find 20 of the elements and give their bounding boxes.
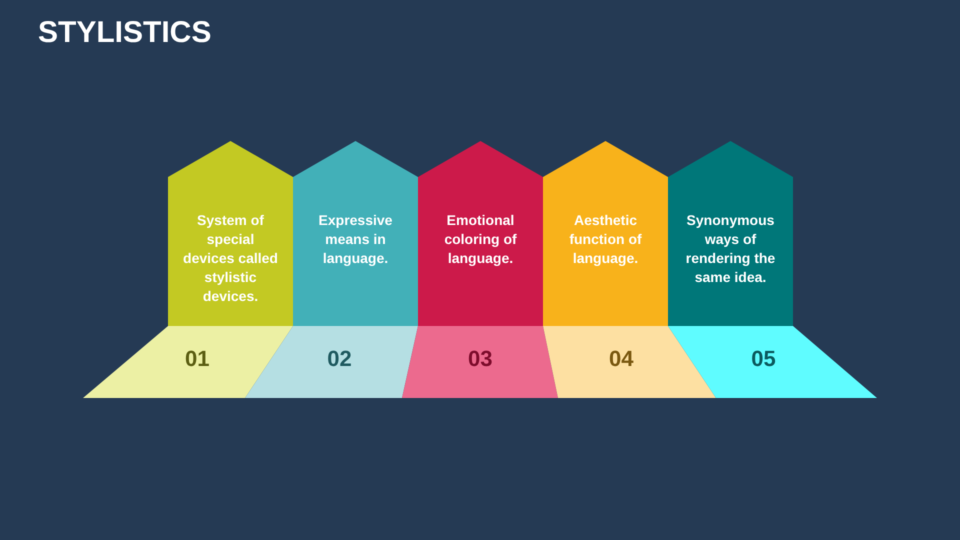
trapezoid-shape xyxy=(245,326,418,398)
description-text: Expressive means in language. xyxy=(318,211,394,268)
pentagon-shape xyxy=(293,141,418,326)
pentagon-shape xyxy=(668,141,793,326)
step-number: 05 xyxy=(750,346,777,372)
step-number: 03 xyxy=(467,346,494,372)
step-number: 01 xyxy=(184,346,210,372)
description-text: System of special devices called stylistic devices. xyxy=(182,211,279,306)
pentagon-shape xyxy=(543,141,668,326)
trapezoid-shape xyxy=(668,326,877,398)
pentagon-shape xyxy=(418,141,543,326)
trapezoid-shape xyxy=(543,326,716,398)
description-text: Emotional coloring of language. xyxy=(443,211,518,268)
title: STYLISTICS xyxy=(38,16,212,50)
trapezoid-shape xyxy=(83,326,293,398)
description-text: Aesthetic function of language. xyxy=(568,211,643,268)
step-number: 04 xyxy=(608,346,634,372)
description-text: Synonymous ways of rendering the same idea. xyxy=(684,211,776,287)
step-number: 02 xyxy=(326,346,353,372)
pentagon-shape xyxy=(168,141,293,326)
